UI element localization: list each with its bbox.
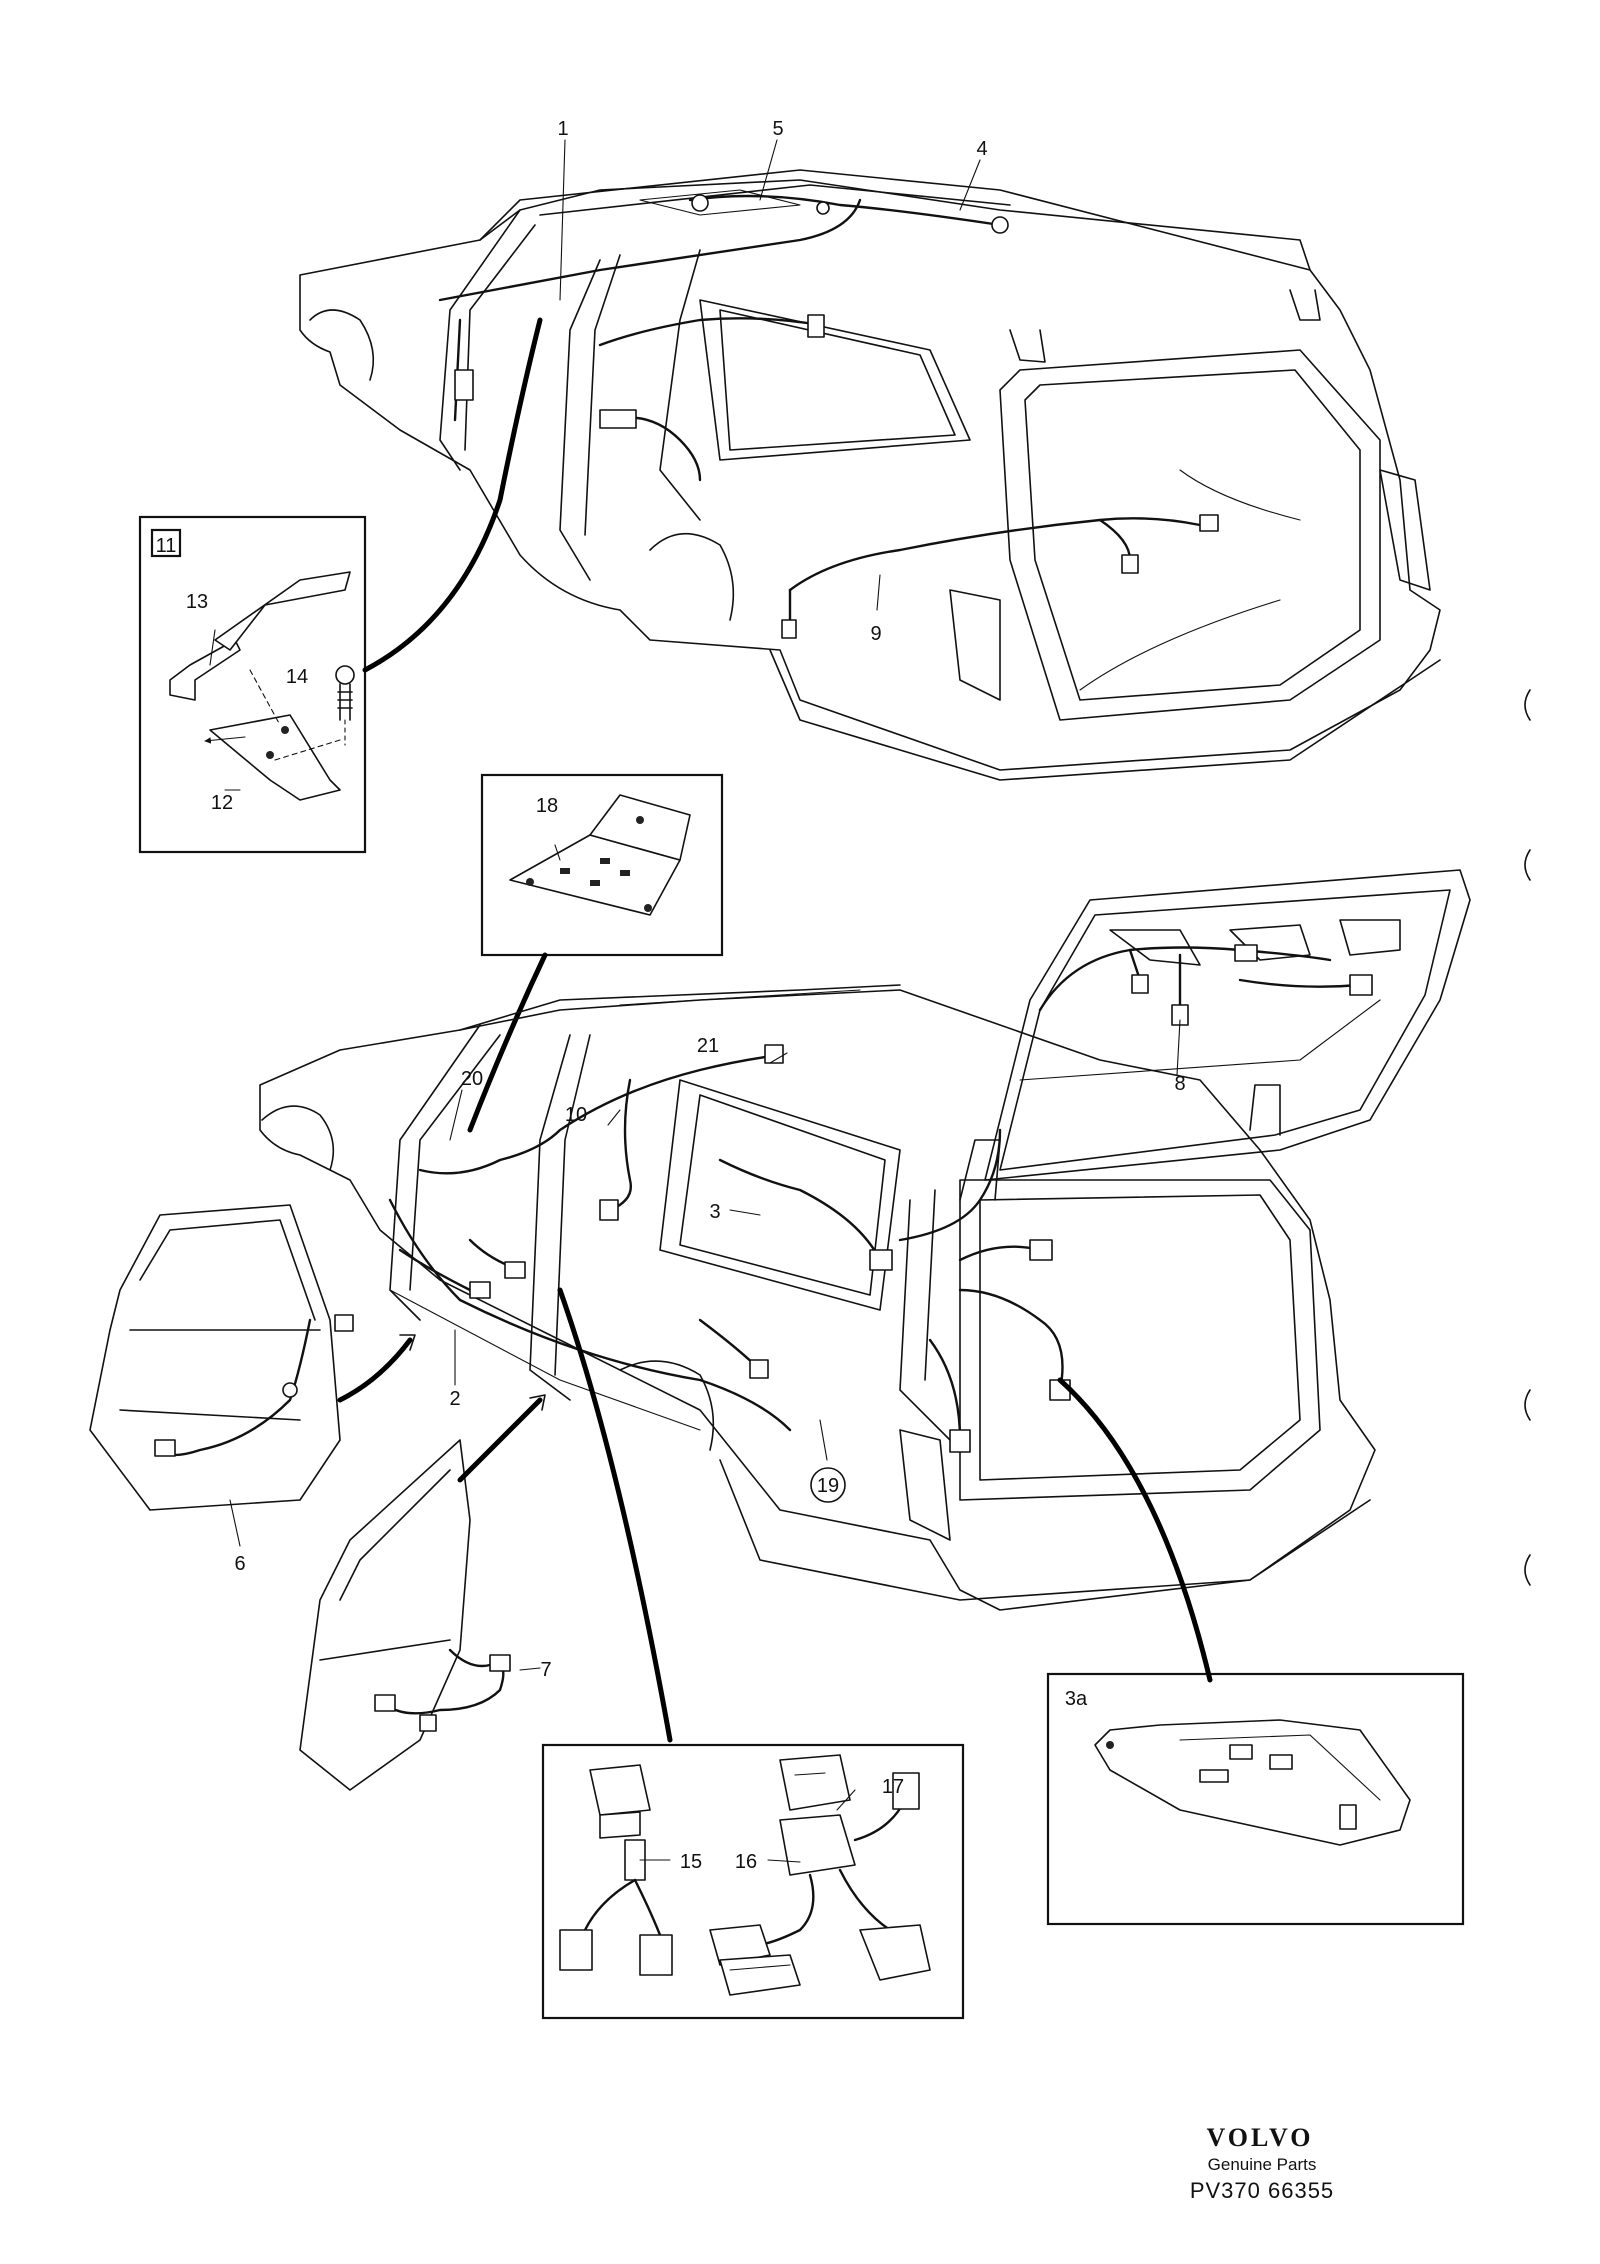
leader-18: [467, 952, 548, 1133]
callout-14: 14: [286, 666, 308, 688]
inset-3a: [1046, 1672, 1465, 1926]
callout-3: 3: [709, 1201, 720, 1223]
lower-car-body: [259, 984, 1376, 1611]
connector-15-part: [589, 1764, 651, 1816]
callout-19: 19: [817, 1475, 839, 1497]
callout-19-circle: [810, 1467, 846, 1503]
callout-6: 6: [234, 1553, 245, 1575]
callout-12: 12: [211, 792, 233, 814]
brand-block: VOLVO Genuine Parts PV370 66355: [1190, 2123, 1334, 2203]
callout-8: 8: [1174, 1073, 1185, 1095]
callout-15: 15: [680, 1851, 702, 1873]
leader-3a: [1057, 1377, 1213, 1683]
callout-10: 10: [565, 1104, 587, 1126]
callout-18: 18: [536, 795, 558, 817]
leader-relay: [557, 1287, 673, 1743]
door-arrow-front: [337, 1337, 413, 1403]
relay-17-part: [779, 1754, 851, 1811]
callout-9: 9: [870, 623, 881, 645]
callout-20: 20: [461, 1068, 483, 1090]
callout-17: 17: [882, 1776, 904, 1798]
callout-7: 7: [540, 1659, 551, 1681]
callout-3a: 3a: [1065, 1688, 1088, 1710]
relay-base-16-part: [779, 1814, 856, 1876]
callout-leaders: [204, 139, 1181, 1863]
upper-car-body: [299, 169, 1441, 781]
plate-12-part: [209, 714, 341, 801]
callout-11: 11: [156, 535, 177, 557]
callout-5: 5: [772, 118, 783, 140]
margin-marks: [1524, 689, 1531, 1586]
door-arrow-rear: [457, 1397, 543, 1483]
upper-harness-wiring: [438, 194, 1219, 639]
screw-14-part: [335, 665, 355, 685]
callout-4: 4: [976, 138, 987, 160]
callout-1: 1: [557, 118, 568, 140]
front-door: [89, 1204, 354, 1511]
callout-16: 16: [735, 1851, 757, 1873]
callout-labels: 1 5 4 9 11 13 14 12 18 21 20 10 3 8 2 19…: [156, 118, 1186, 1873]
inset-11: [138, 515, 367, 854]
tailgate: [959, 869, 1471, 1201]
callout-13: 13: [186, 591, 208, 613]
callout-2: 2: [449, 1388, 460, 1410]
leader-11: [362, 317, 543, 673]
volvo-logo: VOLVO: [1207, 2123, 1314, 2152]
part-code: PV370 66355: [1190, 2178, 1334, 2203]
lower-harness-wiring: [388, 944, 1373, 1453]
bracket-13-part: [169, 639, 241, 701]
tray-3a-part: [1094, 1719, 1411, 1846]
inset-18: [480, 773, 724, 957]
callout-21: 21: [697, 1035, 719, 1057]
rear-door: [299, 1439, 511, 1791]
inset-relay: [541, 1743, 965, 2020]
genuine-parts-label: Genuine Parts: [1208, 2155, 1317, 2174]
inset-11-label-box: [150, 528, 182, 558]
